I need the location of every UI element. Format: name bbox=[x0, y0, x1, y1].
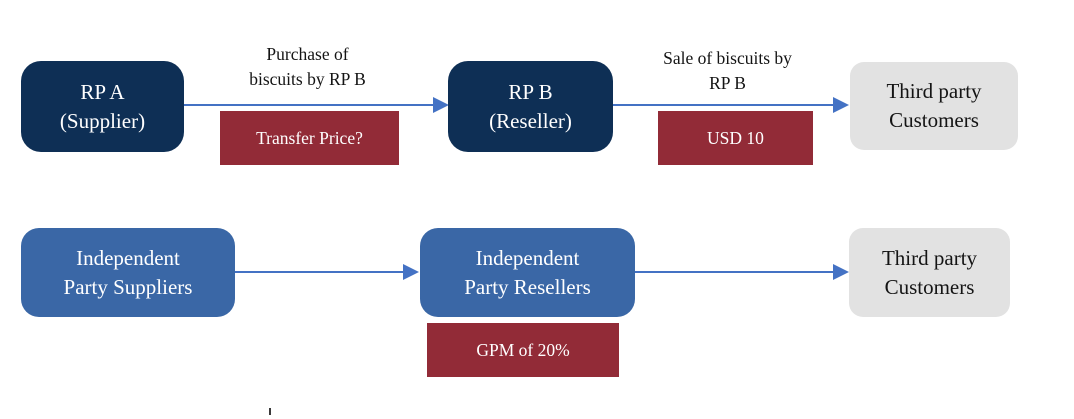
arrow-suppliers-to-resellers-line bbox=[235, 271, 403, 273]
rp-b-reseller-label-line2: (Reseller) bbox=[489, 108, 572, 133]
rp-b-reseller-box: RP B (Reseller) bbox=[448, 61, 613, 152]
usd-10-tag: USD 10 bbox=[658, 111, 813, 165]
arrow-rpa-to-rpb-head-icon bbox=[433, 97, 449, 113]
third-party-customers-top-line2: Customers bbox=[889, 108, 979, 132]
independent-resellers-label-line2: Party Resellers bbox=[464, 274, 591, 299]
independent-suppliers-box: Independent Party Suppliers bbox=[21, 228, 235, 317]
sale-arrow-label-line2: RP B bbox=[709, 73, 746, 93]
rp-a-supplier-label-line1: RP A bbox=[80, 79, 125, 104]
purchase-arrow-label-line2: biscuits by RP B bbox=[249, 69, 366, 89]
third-party-customers-bottom-box: Third party Customers bbox=[849, 228, 1010, 317]
independent-suppliers-label-line1: Independent bbox=[76, 245, 180, 270]
third-party-customers-bottom-line2: Customers bbox=[884, 274, 975, 299]
independent-resellers-label-line1: Independent bbox=[475, 245, 580, 270]
arrow-resellers-to-customers-line bbox=[635, 271, 833, 273]
independent-resellers-box: Independent Party Resellers bbox=[420, 228, 635, 317]
arrow-resellers-to-customers-head-icon bbox=[833, 264, 849, 280]
arrow-rpa-to-rpb-line bbox=[184, 104, 433, 106]
third-party-customers-top-line1: Third party bbox=[886, 79, 982, 103]
arrow-suppliers-to-resellers-head-icon bbox=[403, 264, 419, 280]
stray-tick-mark bbox=[269, 408, 271, 415]
third-party-customers-bottom-line1: Third party bbox=[881, 245, 978, 270]
transfer-price-tag: Transfer Price? bbox=[220, 111, 399, 165]
purchase-arrow-label: Purchase of biscuits by RP B bbox=[205, 42, 410, 92]
rp-a-supplier-box: RP A (Supplier) bbox=[21, 61, 184, 152]
third-party-customers-top-box: Third party Customers bbox=[850, 62, 1018, 150]
sale-arrow-label: Sale of biscuits by RP B bbox=[625, 46, 830, 96]
rp-a-supplier-label-line2: (Supplier) bbox=[59, 108, 146, 133]
sale-arrow-label-line1: Sale of biscuits by bbox=[663, 48, 792, 68]
arrow-rpb-to-customers-head-icon bbox=[833, 97, 849, 113]
arrow-rpb-to-customers-line bbox=[613, 104, 833, 106]
gpm-tag: GPM of 20% bbox=[427, 323, 619, 377]
independent-suppliers-label-line2: Party Suppliers bbox=[63, 274, 193, 299]
rp-b-reseller-label-line1: RP B bbox=[508, 79, 553, 104]
purchase-arrow-label-line1: Purchase of bbox=[266, 44, 349, 64]
